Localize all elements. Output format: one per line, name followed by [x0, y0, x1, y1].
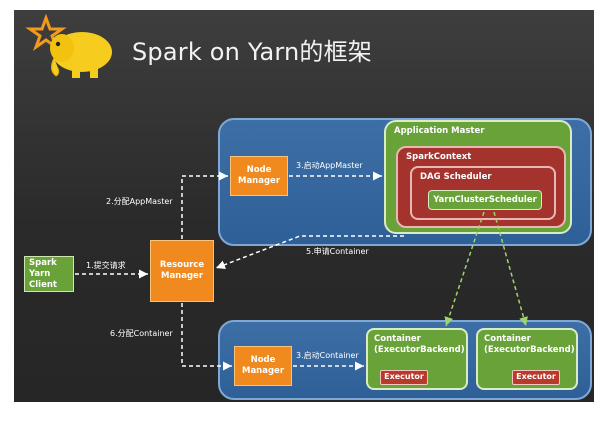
flow-arrows	[75, 171, 528, 371]
arrow-scheduler-container-2	[493, 211, 528, 327]
node-manager-top-box[interactable]: Node Manager	[230, 156, 288, 196]
spark-yarn-client-box[interactable]: Spark Yarn Client	[24, 256, 74, 292]
executor-box-1[interactable]: Executor	[380, 370, 428, 385]
executor-1-label: Executor	[384, 372, 424, 381]
container-box-1[interactable]: Container (ExecutorBackend) Executor	[366, 328, 468, 390]
hadoop-elephant-logo	[25, 14, 112, 78]
page-title: Spark on Yarn的框架	[132, 38, 373, 66]
star-icon	[25, 14, 67, 51]
step-submit-label: 1.提交请求	[86, 261, 126, 270]
step-start-am-label: 3.启动AppMaster	[296, 161, 363, 170]
yarn-cluster-scheduler-label: YarnClusterScheduler	[433, 194, 537, 205]
application-master-label: Application Master	[394, 126, 485, 136]
arrow-scheduler-container-1	[444, 211, 485, 327]
container-2-label: Container (ExecutorBackend)	[484, 334, 575, 355]
node-manager-top-label: Node Manager	[237, 165, 281, 186]
container-1-label: Container (ExecutorBackend)	[374, 334, 465, 355]
dag-scheduler-label: DAG Scheduler	[420, 172, 492, 182]
arrow-allocate-am	[181, 171, 228, 239]
step-allocate-container-label: 6.分配Container	[110, 329, 173, 338]
executor-2-label: Executor	[516, 372, 556, 381]
arrow-allocate-container	[181, 303, 232, 371]
node-manager-bottom-box[interactable]: Node Manager	[234, 346, 292, 386]
node-manager-bottom-label: Node Manager	[241, 355, 285, 376]
spark-yarn-client-label: Spark Yarn Client	[29, 257, 57, 290]
yarn-cluster-scheduler-box[interactable]: YarnClusterScheduler	[428, 190, 542, 210]
step-start-container-label: 3.启动Container	[296, 351, 359, 360]
step-allocate-am-label: 2.分配AppMaster	[106, 197, 173, 206]
slide: Spark on Yarn的框架 Spark Yarn Client Resou…	[14, 10, 594, 402]
step-request-container-label: 5.申请Container	[306, 247, 369, 256]
container-box-2[interactable]: Container (ExecutorBackend) Executor	[476, 328, 578, 390]
resource-manager-label: Resource Manager	[159, 260, 205, 281]
spark-context-label: SparkContext	[406, 152, 472, 162]
executor-box-2[interactable]: Executor	[512, 370, 560, 385]
resource-manager-box[interactable]: Resource Manager	[150, 240, 214, 302]
arrow-request-container	[215, 235, 404, 270]
